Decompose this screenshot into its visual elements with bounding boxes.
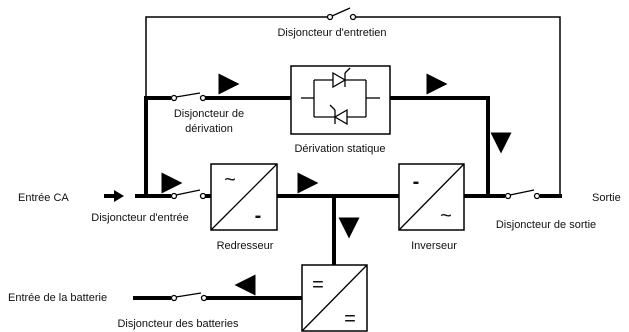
rectifier-ac-symbol: ~ xyxy=(224,169,236,191)
inverter-ac-symbol: ~ xyxy=(440,205,452,227)
battery-branch-line xyxy=(133,196,336,300)
bypass-breaker-switch-icon xyxy=(170,92,207,102)
static-bypass-label: Dérivation statique xyxy=(294,143,385,155)
inverter-box: - ~ xyxy=(398,163,465,231)
battery-converter-dc-symbol-bottom: = xyxy=(344,308,356,330)
battery-converter-box: = = xyxy=(301,264,368,332)
maintenance-breaker-switch-icon xyxy=(326,7,357,21)
ac-input-label: Entrée CA xyxy=(18,192,69,204)
rectifier-box: ~ - xyxy=(210,163,278,231)
rectifier-label: Redresseur xyxy=(217,240,274,252)
battery-breaker-switch-icon xyxy=(170,292,208,302)
maintenance-breaker-label: Disjoncteur d'entretien xyxy=(277,27,386,39)
output-label: Sortie xyxy=(592,192,621,204)
inverter-dc-symbol: - xyxy=(413,171,420,193)
input-breaker-label: Disjoncteur d'entrée xyxy=(91,212,189,224)
bypass-breaker-label-line2: dérivation xyxy=(185,123,233,135)
battery-converter-dc-symbol-top: = xyxy=(312,274,324,296)
rectifier-dc-symbol: - xyxy=(255,205,262,227)
output-breaker-switch-icon xyxy=(504,189,541,200)
inverter-label: Inverseur xyxy=(411,240,457,252)
ac-input-arrow-icon xyxy=(104,190,124,202)
battery-input-label: Entrée de la batterie xyxy=(8,292,107,304)
bypass-line xyxy=(144,96,490,196)
input-breaker-switch-icon xyxy=(170,189,207,200)
output-breaker-label: Disjoncteur de sortie xyxy=(496,219,596,231)
thyristor-icon xyxy=(301,67,380,126)
static-bypass-box xyxy=(290,65,391,135)
bypass-breaker-label-line1: Disjoncteur de xyxy=(174,108,244,120)
battery-breaker-label: Disjoncteur des batteries xyxy=(117,318,239,330)
